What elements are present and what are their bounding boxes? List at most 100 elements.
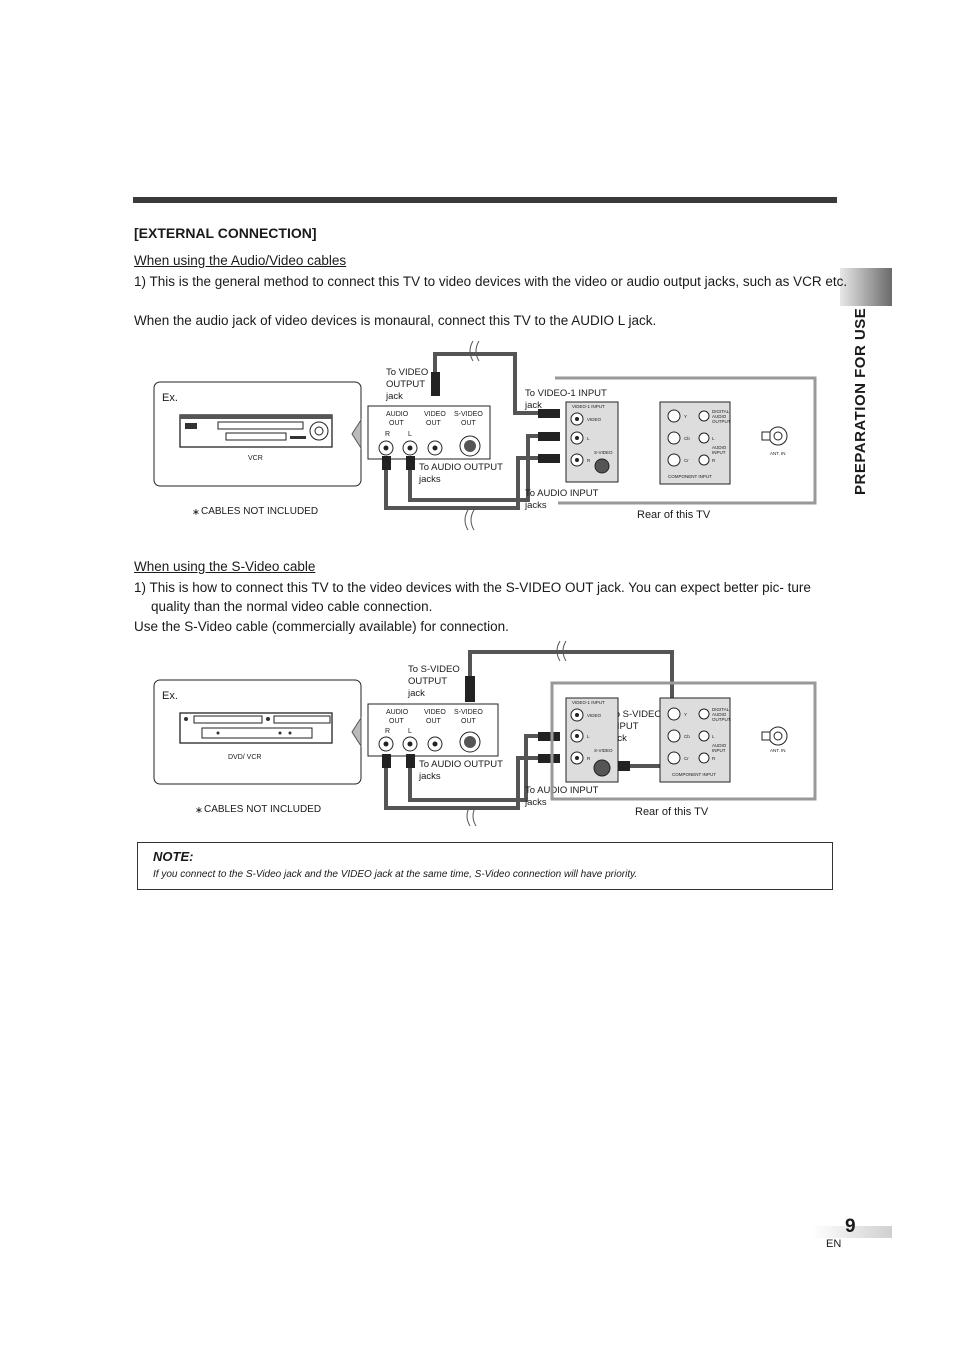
top-rule [133,197,837,203]
av-dev-svideo: S-VIDEO [454,411,483,418]
av-tv-video: VIDEO [587,417,602,422]
av-dev-out-1: OUT [389,420,405,427]
av-dev-r: R [385,431,390,438]
sv-to-svideo-output-3: jack [407,688,425,699]
sv-asterisk: ∗ [195,805,203,816]
av-to-audio-output-2: jacks [418,474,441,485]
sv-tv-component: COMPONENT INPUT [672,772,716,777]
av-to-audio-input-1: To AUDIO INPUT [525,488,599,499]
sv-dev-video: VIDEO [424,709,446,716]
sv-to-audio-output-2: jacks [418,771,441,782]
av-tv-audio-input-1: AUDIO [712,445,727,450]
av-tv-digital-1: DIGITAL [712,409,730,414]
sv-dev-out-1: OUT [389,718,405,725]
av-to-audio-output-1: To AUDIO OUTPUT [419,462,503,473]
sv-dev-l: L [408,728,412,735]
sv-dev-out-3: OUT [461,718,477,725]
av-tv-audio-input-2: INPUT [712,450,726,455]
av-to-video1-input-2: jack [524,400,542,411]
av-tv-rear-panel: VIDEO-1 INPUT VIDEO L R S-VIDEO Y Cb Cr … [555,376,817,505]
av-tv-component: COMPONENT INPUT [668,474,712,479]
av-tv-y: Y [684,414,687,419]
av-dev-video: VIDEO [424,411,446,418]
av-tv-digital-2: AUDIO [712,414,727,419]
sv-tv-cb: Cb [684,734,690,739]
sv-tv-svideo: S-VIDEO [594,748,613,753]
av-asterisk: ∗ [192,507,200,518]
av-tv-audio-l: L [712,436,715,441]
av-pointer [351,418,362,450]
av-rear-label: Rear of this TV [637,509,711,521]
sv-tv-rear-panel: VIDEO-1 INPUT VIDEO L R S-VIDEO Y Cb Cr … [550,681,817,801]
sv-tv-audio-input-2: INPUT [712,748,726,753]
sv-to-audio-output-1: To AUDIO OUTPUT [419,759,503,770]
note-box: NOTE: If you connect to the S-Video jack… [137,842,833,890]
sv-tv-y: Y [684,712,687,717]
sv-paragraph-1: 1) This is how to connect this TV to the… [134,580,811,614]
sv-tv-r: R [587,756,591,761]
sv-to-audio-input-2: jacks [524,797,547,808]
sv-tv-video1-input: VIDEO-1 INPUT [572,700,605,705]
sv-device-label: DVD/ VCR [228,754,261,761]
section-title: [EXTERNAL CONNECTION] [134,225,317,241]
sv-dev-audio: AUDIO [386,709,409,716]
sv-tv-audio-l: L [712,734,715,739]
av-device-jack-panel: AUDIO OUT VIDEO OUT S-VIDEO OUT R L [367,405,491,460]
sv-to-audio-input-1: To AUDIO INPUT [525,785,599,796]
sv-pointer [351,716,362,748]
sv-tv-ant: ANT. IN [770,748,786,753]
av-to-video1-input-1: To VIDEO-1 INPUT [525,388,607,399]
sv-dev-out-2: OUT [426,718,442,725]
page-number: 9 [845,1216,856,1237]
av-break-top [469,340,480,362]
av-tv-digital-3: OUTPUT [712,419,731,424]
sv-to-svideo-input-1: To S-VIDEO [610,709,662,720]
dvd-vcr-icon [179,712,333,744]
av-tv-r: R [587,458,591,463]
av-cables-note: CABLES NOT INCLUDED [201,506,318,517]
sv-break-bottom [466,805,477,827]
sv-cables-note: CABLES NOT INCLUDED [204,804,321,815]
sv-ex-label: Ex. [162,690,178,702]
note-text: If you connect to the S-Video jack and t… [153,869,638,880]
av-device-label: VCR [248,455,263,462]
sv-to-svideo-input-2: INPUT [610,721,639,732]
sv-tv-audio-input-1: AUDIO [712,743,727,748]
page-language: EN [826,1238,842,1250]
av-tv-l: L [587,436,590,441]
sv-cables [384,650,674,810]
av-to-video-output-1: To VIDEO [386,367,428,378]
av-ex-label: Ex. [162,392,178,404]
av-to-audio-input-2: jacks [524,500,547,511]
av-tv-cr: Cr [684,458,689,463]
side-title: PREPARATION FOR USE [852,308,869,496]
sv-rear-label: Rear of this TV [635,806,709,818]
av-tv-audio-r: R [712,458,716,463]
note-title: NOTE: [153,849,194,864]
sv-tv-l: L [587,734,590,739]
av-plugs [382,372,560,470]
sv-dev-r: R [385,728,390,735]
av-dev-audio: AUDIO [386,411,409,418]
av-tv-ant: ANT. IN [770,451,786,456]
sv-tv-digital-3: OUTPUT [712,717,731,722]
av-heading: When using the Audio/Video cables [134,253,347,268]
sv-tv-digital-2: AUDIO [712,712,727,717]
sv-device-jack-panel: AUDIO OUT VIDEO OUT S-VIDEO OUT R L [367,703,499,757]
sv-tv-video: VIDEO [587,713,602,718]
av-connection-diagram: Ex. VCR ∗ CABLES NOT INCLUDED AUDIO OUT … [153,340,817,531]
sv-dev-svideo: S-VIDEO [454,709,483,716]
av-paragraph-1: 1) This is the general method to connect… [134,274,848,289]
sv-break-top [556,640,567,662]
av-tv-cb: Cb [684,436,690,441]
page-number-bar [812,1226,892,1238]
sv-tv-cr: Cr [684,756,689,761]
sv-connection-diagram: Ex. DVD/ VCR ∗ CABLES NOT INCLUDED AUDIO… [153,640,817,827]
vcr-icon [179,414,333,448]
sv-paragraph-2: Use the S-Video cable (commercially avai… [134,619,509,634]
sv-tv-audio-r: R [712,756,716,761]
side-tab-marker [840,268,892,306]
av-break-bottom [464,509,475,531]
sv-plugs [382,676,630,771]
av-tv-video1-input: VIDEO-1 INPUT [572,404,605,409]
